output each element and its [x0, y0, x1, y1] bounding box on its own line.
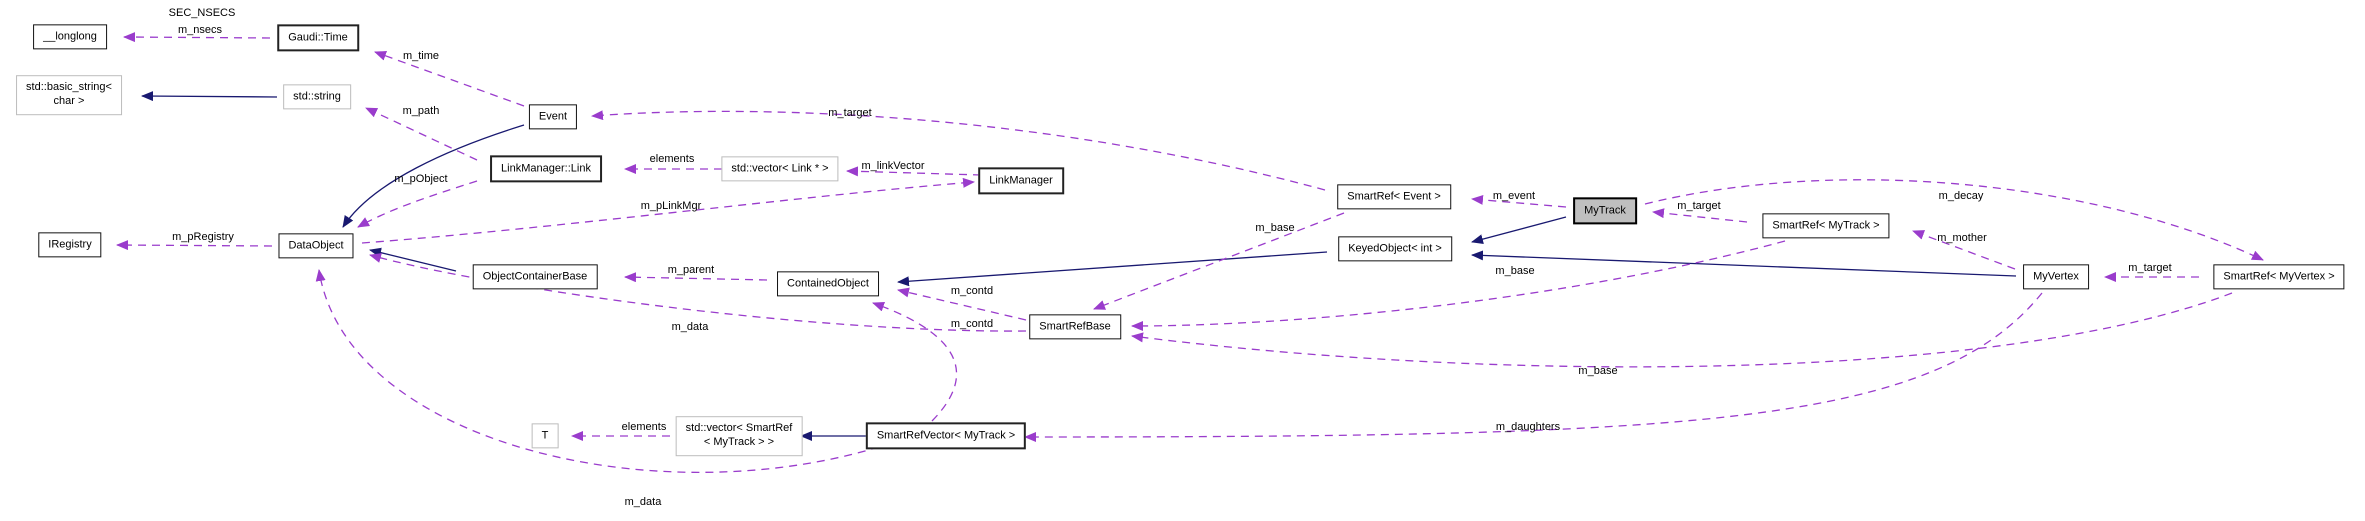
- node-t: T: [531, 423, 559, 449]
- node-mytrack-label: MyTrack: [1584, 204, 1626, 217]
- edge-use-myvertex-smartrefvector: [1024, 292, 2043, 442]
- node-mytrack: MyTrack: [1573, 197, 1637, 225]
- label-m-base-track: m_base: [1495, 265, 1535, 277]
- node-linkmanager-link-label: LinkManager::Link: [501, 162, 591, 175]
- node-linkmanager[interactable]: LinkManager: [978, 167, 1064, 195]
- node-gaudi-time[interactable]: Gaudi::Time: [277, 24, 359, 52]
- label-m-data-vector: m_data: [624, 496, 662, 508]
- edge-use-dataobject-linkmanager: [361, 177, 975, 244]
- label-m-base-event: m_base: [1255, 222, 1295, 234]
- edge-inherit-event-dataobject: [342, 124, 525, 228]
- node-event-label: Event: [538, 110, 568, 123]
- edge-use-smartrefevent-smartrefbase: [1093, 212, 1345, 310]
- node-std-vector-smartref-mytrack-line1: std::vector< SmartRef: [685, 422, 793, 435]
- label-m-target-track: m_target: [1677, 200, 1721, 212]
- node-smartref-event[interactable]: SmartRef< Event >: [1337, 184, 1451, 210]
- label-m-linkvector: m_linkVector: [861, 160, 925, 172]
- label-m-data-ref: m_data: [671, 321, 709, 333]
- node-smartref-event-label: SmartRef< Event >: [1347, 190, 1441, 203]
- node-smartref-myvertex[interactable]: SmartRef< MyVertex >: [2213, 264, 2345, 290]
- edge-use-smartrefevent-event: [591, 110, 1326, 191]
- edge-use-dataobject-iregistry: [116, 240, 273, 251]
- label-m-target-event: m_target: [828, 107, 872, 119]
- edge-use-mytrack-smartrefmyvertex: [1644, 179, 2264, 261]
- node-myvertex-label: MyVertex: [2033, 270, 2079, 283]
- node-objectcontainerbase[interactable]: ObjectContainerBase: [472, 264, 598, 290]
- node-smartref-mytrack-label: SmartRef< MyTrack >: [1772, 219, 1880, 232]
- node-objectcontainerbase-label: ObjectContainerBase: [482, 270, 588, 283]
- edge-use-smartrefbase-dataobject: [369, 253, 1027, 332]
- edge-use-gauditime-longlong: [123, 32, 271, 43]
- edge-use-myvertex-smartrefmytrack: [1912, 230, 2016, 270]
- node-std-vector-smartref-mytrack-line2: < MyTrack > >: [703, 436, 775, 449]
- edge-use-smartrefvector-containedobject: [872, 301, 957, 422]
- node-linkmanager-link[interactable]: LinkManager::Link: [490, 155, 602, 183]
- node-std-string-label: std::string: [293, 90, 341, 103]
- node-keyedobject-int[interactable]: KeyedObject< int >: [1338, 236, 1452, 262]
- node-t-label: T: [541, 429, 549, 442]
- edge-use-smartrefmyvertex-smartrefbase: [1131, 292, 2233, 368]
- edge-use-mytrack-smartrefevent: [1471, 194, 1567, 208]
- edge-inherit-keyedobject-containedobject: [897, 251, 1328, 287]
- label-m-pregistry: m_pRegistry: [172, 231, 234, 243]
- edge-use-smartrefmytrack-smartrefbase: [1131, 240, 1786, 331]
- edge-use-link-dataobject: [357, 180, 478, 228]
- label-m-event: m_event: [1492, 190, 1536, 202]
- label-m-parent: m_parent: [667, 264, 715, 276]
- label-elements-link: elements: [649, 153, 695, 165]
- edge-use-event-gauditime: [374, 51, 525, 107]
- node-smartrefvector-mytrack-label: SmartRefVector< MyTrack >: [876, 429, 1016, 442]
- node-smartref-myvertex-label: SmartRef< MyVertex >: [2223, 270, 2335, 283]
- node-keyedobject-int-label: KeyedObject< int >: [1348, 242, 1442, 255]
- node-smartrefbase[interactable]: SmartRefBase: [1029, 314, 1121, 340]
- label-m-contd-ref: m_contd: [950, 285, 994, 297]
- node-smartref-mytrack[interactable]: SmartRef< MyTrack >: [1762, 213, 1890, 239]
- edge-inherit-stdstring-basicstring: [141, 91, 278, 102]
- node-std-basic-string-line1: std::basic_string<: [26, 81, 112, 94]
- node-iregistry-label: IRegistry: [48, 238, 92, 251]
- node-iregistry[interactable]: IRegistry: [38, 232, 102, 258]
- label-m-base-vertex: m_base: [1578, 365, 1618, 377]
- node-std-string: std::string: [283, 84, 351, 110]
- node-smartrefbase-label: SmartRefBase: [1039, 320, 1111, 333]
- edge-use-smartrefbase-containedobject: [897, 287, 1027, 321]
- label-m-plinkmgr: m_pLinkMgr: [640, 200, 702, 212]
- label-m-pobject: m_pObject: [394, 173, 448, 185]
- edge-inherit-objectcontainerbase-dataobject: [369, 247, 457, 272]
- label-m-decay: m_decay: [1938, 190, 1984, 202]
- node-event[interactable]: Event: [528, 104, 578, 130]
- node-containedobject[interactable]: ContainedObject: [777, 271, 879, 297]
- node-smartrefvector-mytrack[interactable]: SmartRefVector< MyTrack >: [865, 422, 1027, 450]
- label-m-contd-vector: m_contd: [950, 318, 994, 330]
- label-m-target-vertex: m_target: [2128, 262, 2172, 274]
- label-m-time: m_time: [402, 50, 440, 62]
- node-std-vector-smartref-mytrack: std::vector< SmartRef < MyTrack > >: [675, 416, 803, 456]
- label-sec-nsecs: SEC_NSECS: [168, 7, 236, 19]
- node-linkmanager-label: LinkManager: [989, 174, 1053, 187]
- edge-use-smartrefmytrack-mytrack: [1652, 208, 1748, 223]
- node-std-basic-string: std::basic_string< char >: [16, 75, 122, 115]
- node-gaudi-time-label: Gaudi::Time: [288, 31, 348, 44]
- node-longlong[interactable]: __longlong: [33, 24, 107, 50]
- node-myvertex[interactable]: MyVertex: [2023, 264, 2089, 290]
- edge-inherit-myvertex-keyedobject: [1471, 250, 2017, 277]
- node-longlong-label: __longlong: [43, 30, 97, 43]
- label-elements-t: elements: [621, 421, 667, 433]
- node-std-basic-string-line2: char >: [53, 95, 85, 108]
- label-m-nsecs: m_nsecs: [177, 24, 223, 36]
- node-std-vector-link: std::vector< Link * >: [721, 156, 839, 182]
- edge-use-containedobject-objectcontainerbase: [624, 272, 768, 283]
- label-m-mother: m_mother: [1937, 232, 1987, 244]
- node-containedobject-label: ContainedObject: [787, 277, 869, 290]
- edge-inherit-mytrack-keyedobject: [1471, 216, 1567, 245]
- node-dataobject[interactable]: DataObject: [278, 233, 354, 259]
- node-std-vector-link-label: std::vector< Link * >: [731, 162, 829, 175]
- label-m-path: m_path: [402, 105, 440, 117]
- edge-use-smartrefvector-dataobject: [315, 269, 880, 473]
- node-dataobject-label: DataObject: [288, 239, 344, 252]
- edge-use-link-stdstring: [365, 107, 478, 161]
- label-m-daughters: m_daughters: [1495, 421, 1561, 433]
